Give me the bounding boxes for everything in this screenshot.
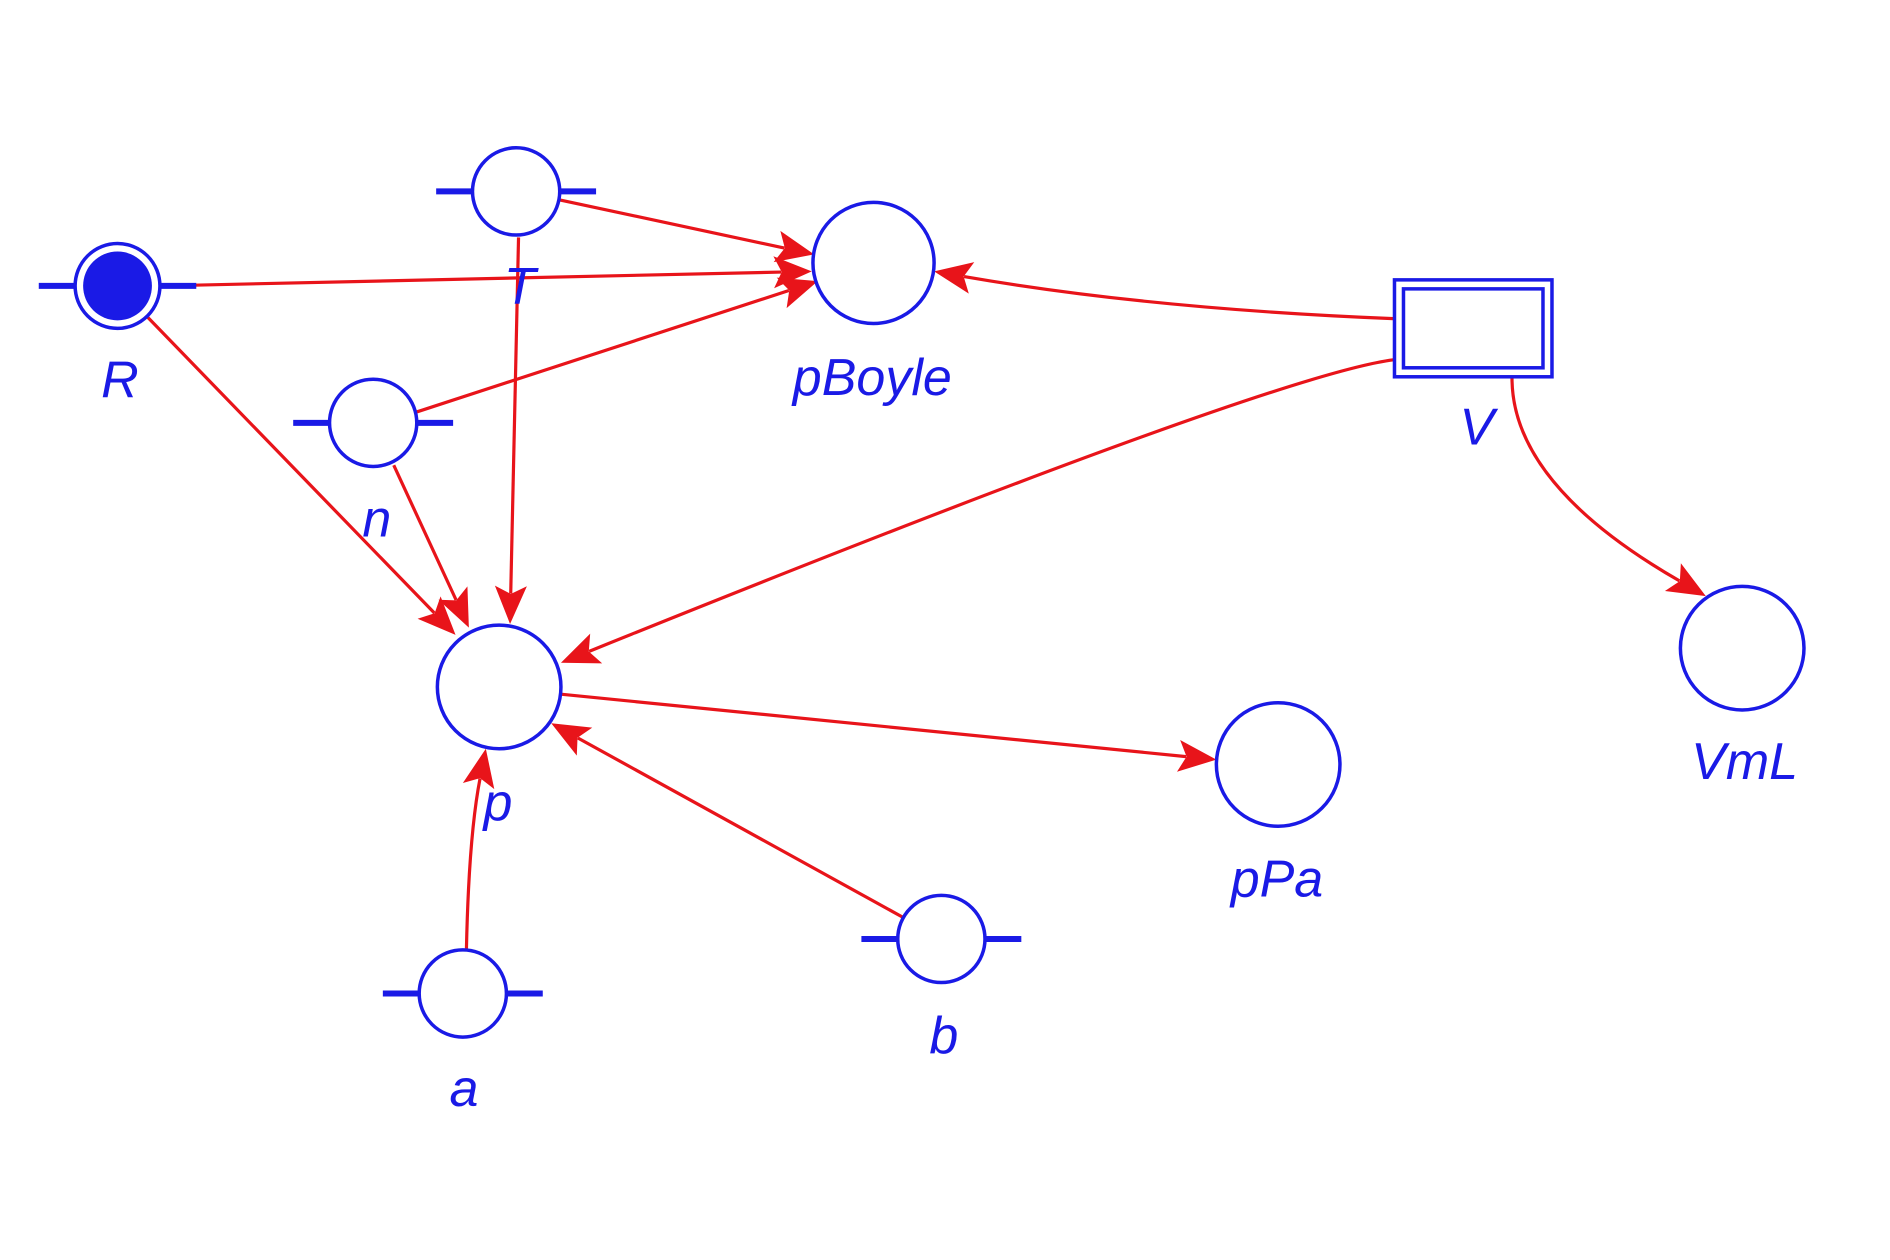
- edge-line: [560, 692, 1187, 759]
- node-circle: [417, 948, 509, 1039]
- edge-t-to-p: [494, 237, 527, 624]
- node-circle: [811, 200, 936, 326]
- node-ppa[interactable]: [1214, 700, 1342, 829]
- edge-line: [559, 198, 785, 250]
- stock-outer-box: [1392, 278, 1554, 379]
- node-circle: [435, 623, 563, 751]
- edge-v-to-p: [560, 358, 1394, 664]
- arrowhead: [462, 748, 495, 790]
- arrowhead: [560, 633, 603, 664]
- node-label-a: a: [450, 1060, 479, 1118]
- node-p[interactable]: [435, 623, 563, 751]
- edge-n-to-p: [392, 464, 469, 628]
- arrowhead: [494, 585, 527, 624]
- node-circle: [1678, 584, 1806, 712]
- edge-line: [1510, 377, 1681, 583]
- stock-inner-box: [1401, 287, 1545, 370]
- edge-v-to-pboyle: [934, 262, 1394, 321]
- node-circle: [1214, 700, 1342, 829]
- edge-line: [392, 464, 458, 601]
- arrowhead: [438, 586, 469, 628]
- node-label-pboyle: pBoyle: [791, 349, 952, 407]
- node-r[interactable]: [38, 241, 197, 331]
- edge-t-to-pboyle: [559, 198, 815, 263]
- edge-line: [464, 778, 482, 949]
- edge-p-to-ppa: [560, 692, 1217, 772]
- arrowhead: [1664, 563, 1706, 597]
- edge-b-to-p: [551, 723, 904, 919]
- node-label-b: b: [929, 1007, 958, 1065]
- node-t[interactable]: [436, 146, 597, 237]
- edge-a-to-p: [462, 748, 495, 949]
- edge-line: [577, 736, 904, 919]
- edge-line: [159, 270, 782, 288]
- arrowhead: [417, 596, 456, 635]
- arrowhead: [776, 277, 818, 309]
- edge-line: [146, 316, 436, 615]
- node-label-ppa: pPa: [1229, 851, 1324, 909]
- node-circle: [896, 893, 987, 985]
- arrowhead: [1176, 739, 1217, 772]
- node-a[interactable]: [382, 948, 543, 1039]
- edge-line: [588, 358, 1394, 653]
- edge-line: [963, 274, 1394, 321]
- node-label-n: n: [362, 491, 391, 549]
- node-circle: [327, 377, 419, 469]
- edges-layer: [146, 198, 1706, 949]
- edge-n-to-pboyle: [416, 277, 818, 414]
- node-pboyle[interactable]: [811, 200, 936, 326]
- arrowhead: [773, 230, 815, 263]
- node-label-p: p: [481, 774, 512, 832]
- node-label-v: V: [1460, 399, 1499, 457]
- nodes-layer: [38, 146, 1806, 1039]
- node-vml[interactable]: [1678, 584, 1806, 712]
- arrowhead: [934, 262, 975, 294]
- node-v[interactable]: [1392, 278, 1554, 379]
- node-fill: [83, 251, 152, 321]
- node-circle: [470, 146, 562, 237]
- node-n[interactable]: [293, 377, 454, 469]
- arrowhead: [551, 723, 593, 756]
- edge-line: [509, 237, 521, 594]
- edge-line: [416, 288, 790, 414]
- edge-r-to-p: [146, 316, 456, 635]
- edge-v-to-vml: [1510, 377, 1706, 597]
- node-label-vml: VmL: [1691, 733, 1798, 791]
- node-label-r: R: [101, 351, 139, 409]
- node-label-t: T: [504, 258, 539, 316]
- node-b[interactable]: [861, 893, 1022, 985]
- edge-r-to-pboyle: [159, 256, 812, 289]
